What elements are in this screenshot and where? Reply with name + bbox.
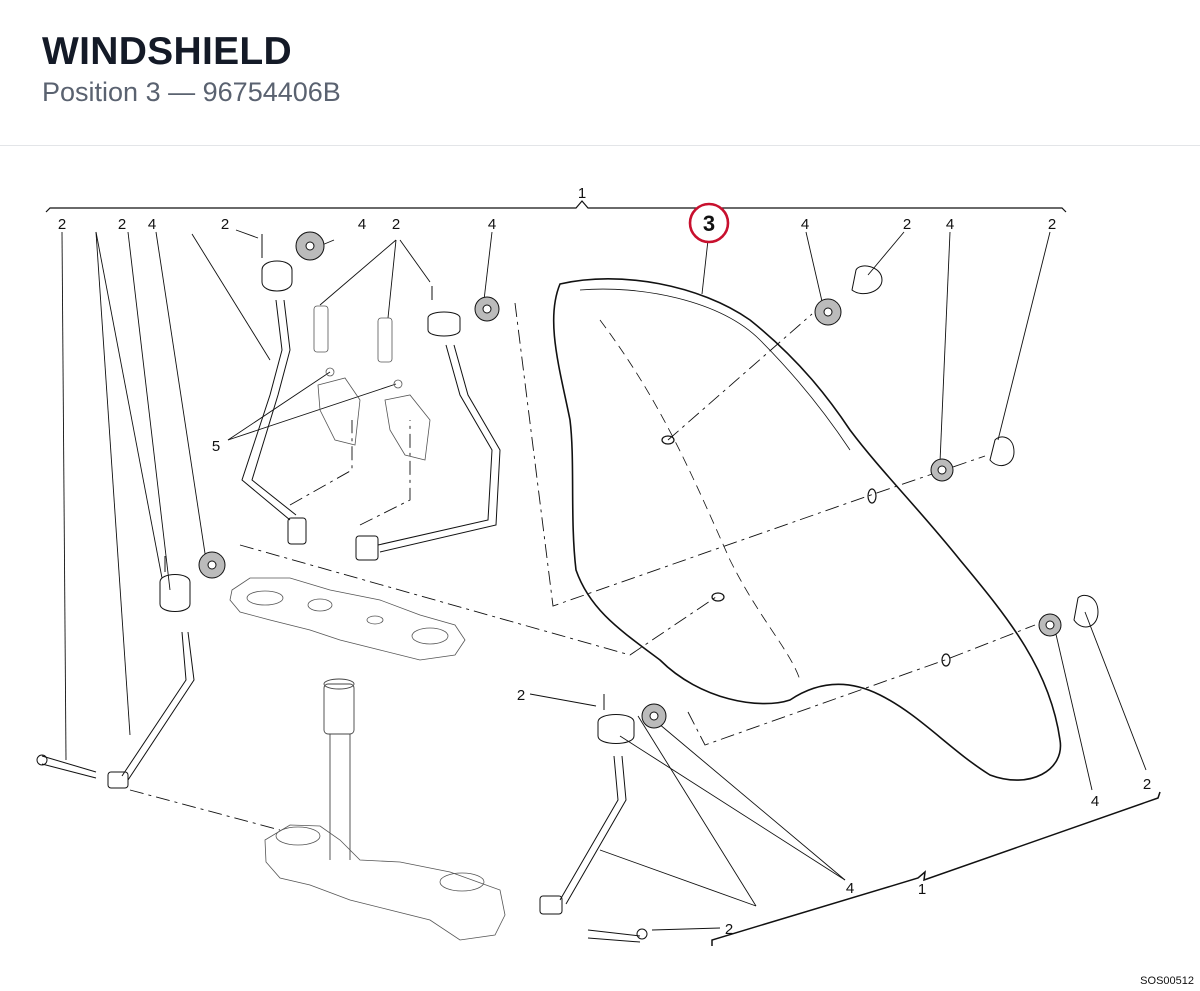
leader-lines [61,229,1147,931]
separator: — [168,77,196,107]
callout: 2 [221,216,229,233]
callout: 4 [946,216,954,233]
page-subtitle: Position 3 — 96754406B [42,77,341,108]
bracket-bottom [711,791,1161,946]
part-number: 96754406B [202,77,341,107]
lower-triple-clamp [264,824,506,941]
diagram-code: SOS00512 [1140,975,1194,987]
lower-right-rod [539,694,667,943]
center-brackets [313,305,431,461]
callout: 2 [1048,216,1056,233]
callout: 4 [148,216,156,233]
callout: 2 [118,216,126,233]
position-number: 3 [145,77,161,107]
page-title: WINDSHIELD [42,30,292,73]
callout: 4 [488,216,496,233]
exploded-parts-diagram: 3 1 1 2 2 4 2 4 2 4 4 2 4 2 5 2 4 2 2 4 [36,185,1161,946]
upper-right-rod [355,286,501,561]
windshield-part [552,278,1062,781]
callout-bracket-top: 1 [578,185,586,202]
callout: 4 [846,880,854,897]
upper-left-rod [241,231,325,545]
callout: 4 [801,216,809,233]
callout: 4 [358,216,366,233]
callout: 2 [1143,776,1151,793]
callout-bracket-bottom: 1 [918,881,926,898]
callout: 2 [903,216,911,233]
callout: 4 [1091,793,1099,810]
header: WINDSHIELD Position 3 — 96754406B [0,0,1200,146]
highlight-circle [688,202,730,244]
callout: 2 [517,687,525,704]
steering-stem [323,678,355,860]
upper-triple-clamp [229,577,466,661]
callout: 2 [58,216,66,233]
right-fasteners [814,265,1099,637]
left-support-rod [36,551,226,789]
bracket-top [45,200,1067,213]
assembly-lines [129,302,1036,831]
callout: 5 [212,438,220,455]
highlight-label: 3 [703,211,715,236]
callout: 2 [392,216,400,233]
position-label: Position [42,77,139,107]
callout: 2 [725,921,733,938]
